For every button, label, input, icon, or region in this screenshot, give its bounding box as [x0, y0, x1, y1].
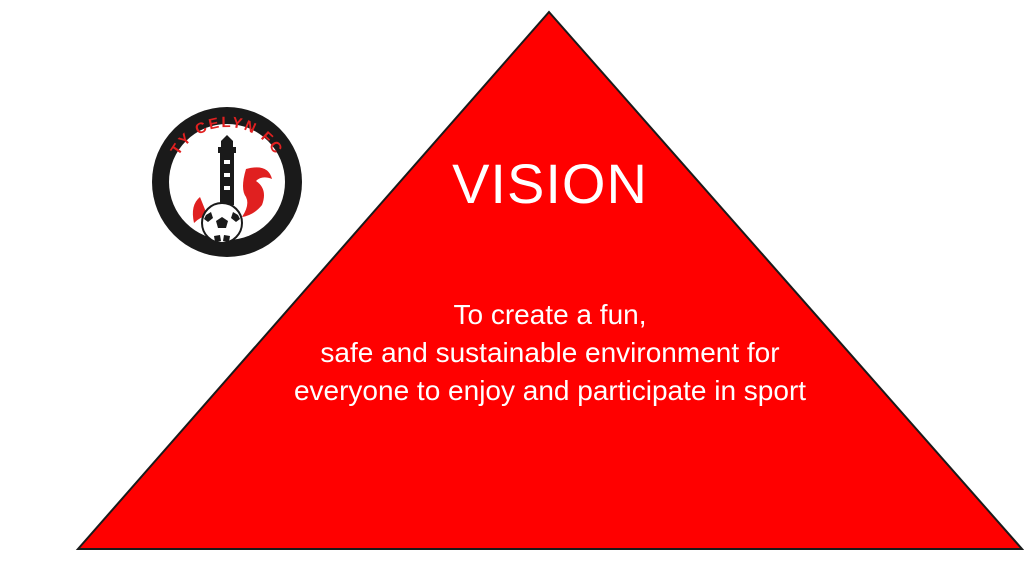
slide-title: VISION: [452, 152, 648, 215]
vision-line-3: everyone to enjoy and participate in spo…: [293, 375, 807, 406]
vision-statement: To create a fun, safe and sustainable en…: [200, 296, 900, 410]
vision-line-1: To create a fun,: [453, 299, 647, 330]
vision-line-2: safe and sustainable environment for: [320, 337, 780, 368]
club-crest-icon: TY CELYN FC: [152, 107, 302, 257]
